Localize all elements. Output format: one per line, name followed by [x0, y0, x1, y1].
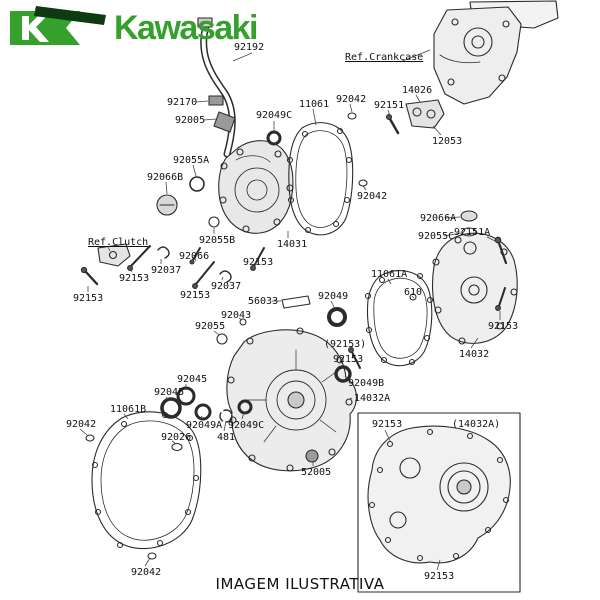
part-label-14031: 14031 [277, 239, 308, 250]
part-label-92049c: 92049C [256, 110, 293, 121]
part-label-92026: 92026 [161, 432, 192, 443]
part-label-92170: 92170 [167, 97, 198, 108]
part-label-92153: 92153 [119, 273, 150, 284]
part-label-92153: 92153 [180, 290, 211, 301]
part-label-11061b: 11061B [110, 404, 147, 415]
caption: IMAGEM ILUSTRATIVA [215, 575, 385, 593]
part-label-11061: 11061 [299, 99, 330, 110]
part-label-92192: 92192 [234, 42, 265, 53]
part-label-92055b: 92055B [199, 235, 236, 246]
part-label-92153: (92153) [324, 339, 367, 350]
part-label-92153: 92153 [424, 571, 455, 582]
part-label-14032a: 14032A [354, 393, 391, 404]
part-label-92005: 92005 [175, 115, 206, 126]
part-label-92042: 92042 [357, 191, 388, 202]
part-label-92049b: 92049B [348, 378, 385, 389]
part-label-610: 610 [404, 287, 423, 298]
part-label-11061a: 11061A [371, 269, 408, 280]
part-label-92049: 92049 [318, 291, 349, 302]
part-label-92045: 92045 [154, 387, 185, 398]
brand-header: Kawasaki [10, 6, 259, 50]
leader-lines [79, 49, 501, 571]
part-label-92066b: 92066B [147, 172, 184, 183]
part-label-92042: 92042 [131, 567, 162, 578]
part-label-92042: 92042 [336, 94, 367, 105]
part-label-92151: 92151 [374, 100, 405, 111]
part-label-refclutch: Ref.Clutch [88, 237, 149, 248]
part-label-92037: 92037 [211, 281, 242, 292]
part-label-56033: 56033 [248, 296, 279, 307]
part-label-refcrankcase: Ref.Crankcase [345, 52, 424, 63]
part-label-14032a: (14032A) [452, 419, 501, 430]
part-label-92055c: 92055C [418, 231, 455, 242]
part-label-92055a: 92055A [173, 155, 210, 166]
part-label-92153: 92153 [333, 354, 364, 365]
part-label-92153: 92153 [73, 293, 104, 304]
part-label-92045: 92045 [177, 374, 208, 385]
part-label-92042: 92042 [66, 419, 97, 430]
part-label-92151a: 92151A [454, 227, 491, 238]
part-label-92066a: 92066A [420, 213, 457, 224]
part-label-92066: 92066 [179, 251, 210, 262]
part-label-92049c: 92049C [228, 420, 265, 431]
part-label-14032: 14032 [459, 349, 490, 360]
part-label-92055: 92055 [195, 321, 226, 332]
part-label-92153: 92153 [488, 321, 519, 332]
part-label-481: 481 [217, 432, 236, 443]
part-label-92049a: 92049A [186, 420, 223, 431]
part-label-92153: 92153 [243, 257, 274, 268]
part-label-12053: 12053 [432, 136, 463, 147]
part-label-92153: 92153 [372, 419, 403, 430]
part-label-92037: 92037 [151, 265, 182, 276]
part-label-52005: 52005 [301, 467, 332, 478]
kawasaki-flag-icon [10, 6, 106, 50]
brand-logo-text: Kawasaki [114, 9, 259, 47]
part-label-14026: 14026 [402, 85, 433, 96]
part-label-92043: 92043 [221, 310, 252, 321]
